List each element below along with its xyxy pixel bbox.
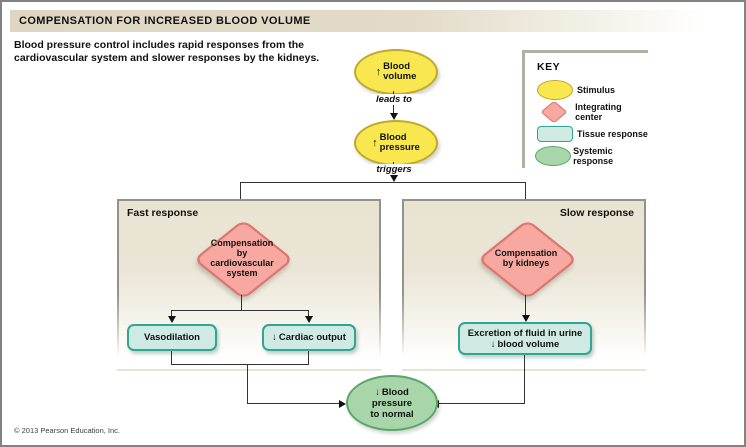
panel-label-fast: Fast response — [127, 207, 199, 219]
connector-line — [525, 182, 526, 214]
connector-line — [171, 310, 172, 317]
subtitle-line: Blood pressure control includes rapid re… — [14, 39, 304, 51]
key-title: KEY — [537, 61, 561, 73]
node-label: volume — [383, 71, 417, 82]
tissue-response-cardiac-output: ↓ Cardiac output — [262, 324, 356, 351]
arrowhead-icon — [168, 316, 176, 323]
connector-line — [438, 403, 525, 404]
connector-line — [171, 351, 172, 364]
node-label: Compensation — [494, 247, 558, 258]
node-label: by kidneys — [502, 257, 550, 268]
figure-title-bar: COMPENSATION FOR INCREASED BLOOD VOLUME — [10, 10, 741, 32]
arrowhead-icon — [522, 315, 530, 322]
down-arrow-icon: ↓ — [375, 386, 380, 398]
connector-line — [524, 355, 525, 403]
connector-line — [240, 182, 241, 214]
node-label: to normal — [370, 408, 414, 420]
connector-triggers-label: triggers — [364, 164, 424, 175]
tissue-response-excretion: Excretion of fluid in urine ↓ blood volu… — [458, 322, 592, 355]
panel-label-slow: Slow response — [559, 207, 634, 219]
integrating-center-cardiovascular: Compensation by cardiovascular system — [193, 219, 294, 300]
connector-line — [525, 295, 526, 316]
key-item-label: Stimulus — [577, 85, 616, 95]
systemic-response-swatch-icon — [535, 146, 572, 166]
node-label: Excretion of fluid in urine — [467, 327, 583, 339]
node-label: Vasodilation — [144, 332, 200, 343]
key-panel: KEY Stimulus Integrating center Tissue r… — [522, 50, 648, 168]
connector-line — [171, 364, 309, 365]
connector-line — [247, 364, 248, 403]
subtitle-line: cardiovascular system and slower respons… — [14, 52, 320, 64]
connector-line — [241, 295, 242, 310]
key-item-label: Integrating center — [575, 102, 622, 122]
node-label: system — [226, 267, 258, 278]
node-label: pressure — [371, 397, 413, 409]
connector-line — [171, 310, 309, 311]
figure-title: COMPENSATION FOR INCREASED BLOOD VOLUME — [19, 15, 311, 27]
node-label: by — [236, 247, 248, 258]
node-label: cardiovascular — [210, 257, 274, 268]
node-label: Blood — [381, 386, 409, 398]
node-label: Blood — [383, 60, 411, 72]
tissue-response-swatch-icon — [537, 126, 573, 142]
integrating-center-kidneys: Compensation by kidneys — [477, 219, 578, 300]
integrating-center-swatch-icon — [540, 100, 568, 124]
node-label: Cardiac output — [278, 332, 346, 343]
up-arrow-icon: ↑ — [372, 137, 378, 149]
connector-line — [308, 351, 309, 364]
arrowhead-icon — [305, 316, 313, 323]
down-arrow-icon: ↓ — [490, 338, 496, 350]
up-arrow-icon: ↑ — [375, 66, 382, 78]
arrowhead-icon — [339, 400, 346, 408]
key-item-tissue-response: Tissue response — [525, 123, 648, 145]
down-arrow-icon: ↓ — [272, 332, 277, 343]
key-item-stimulus: Stimulus — [525, 79, 648, 101]
arrowhead-icon — [390, 113, 398, 120]
node-label: pressure — [379, 142, 420, 153]
key-item-integrating-center: Integrating center — [525, 100, 648, 124]
systemic-response-blood-pressure-normal: ↓ Blood pressure to normal — [346, 375, 438, 431]
node-label: blood volume — [497, 338, 560, 350]
stimulus-swatch-icon — [537, 80, 573, 100]
stimulus-blood-pressure: ↑ Blood pressure — [354, 120, 438, 166]
arrowhead-icon — [390, 175, 398, 182]
tissue-response-vasodilation: Vasodilation — [127, 324, 217, 351]
connector-line — [240, 182, 526, 183]
node-label: Compensation — [210, 237, 274, 248]
key-item-label: Systemic response — [573, 146, 614, 166]
key-item-systemic-response: Systemic response — [525, 145, 648, 167]
connector-line — [308, 310, 309, 317]
copyright-text: © 2013 Pearson Education, Inc. — [14, 426, 121, 435]
stimulus-blood-volume: ↑ Blood volume — [354, 49, 438, 95]
key-item-label: Tissue response — [577, 129, 648, 139]
connector-leads-to-label: leads to — [364, 94, 424, 105]
figure-subtitle: Blood pressure control includes rapid re… — [14, 39, 319, 65]
connector-line — [247, 403, 339, 404]
node-label: Blood — [379, 131, 407, 143]
